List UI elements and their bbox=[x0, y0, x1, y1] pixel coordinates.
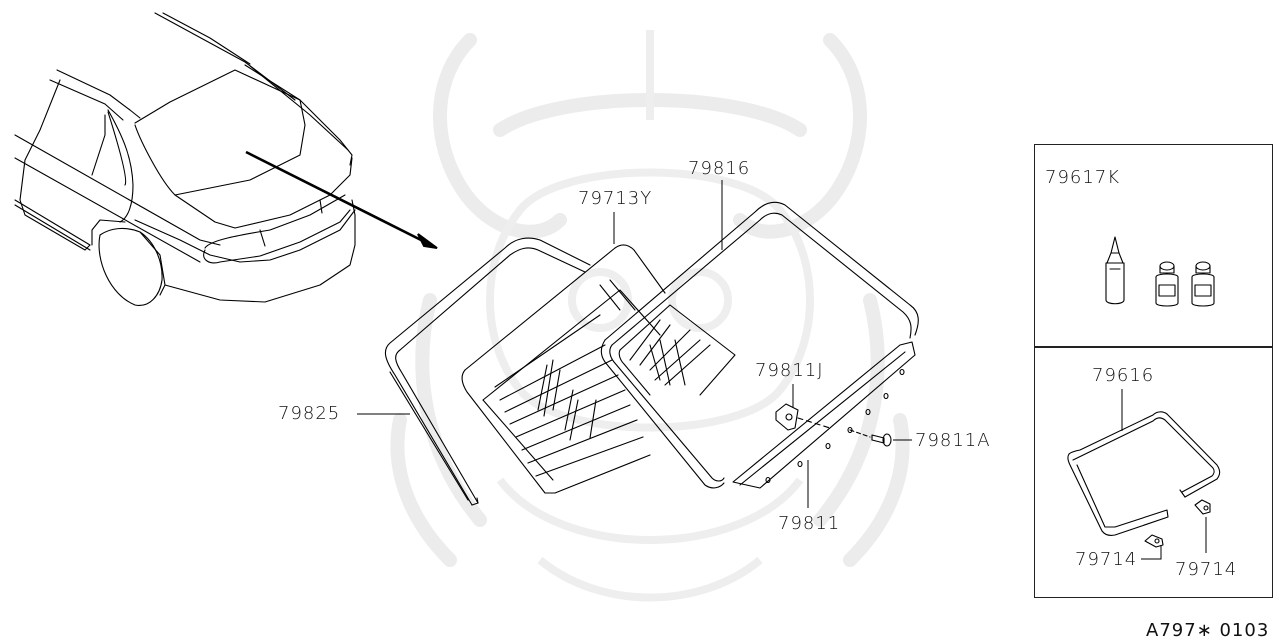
inner-glass-79816 bbox=[618, 304, 736, 396]
glass-moulding-79816 bbox=[600, 201, 919, 489]
callout-79617K: 79617K bbox=[1045, 167, 1121, 188]
callout-79616: 79616 bbox=[1092, 365, 1155, 386]
moulding-79616-drawing bbox=[1067, 389, 1221, 560]
glass-79713Y bbox=[461, 244, 666, 494]
primer-tube-icon bbox=[1105, 236, 1125, 305]
callout-79713Y: 79713Y bbox=[578, 188, 653, 209]
adhesive-bottle-icon bbox=[1191, 261, 1215, 307]
screw-79811A bbox=[849, 429, 892, 447]
callout-79714-right: 79714 bbox=[1175, 559, 1238, 580]
adhesive-bottle-icon bbox=[1155, 261, 1179, 307]
callout-79811: 79811 bbox=[778, 513, 841, 534]
moulding-strip-79811 bbox=[732, 341, 916, 489]
callout-79811A: 79811A bbox=[915, 430, 991, 451]
callout-79825: 79825 bbox=[278, 403, 341, 424]
inset-box-moulding: 79616 79714 79714 bbox=[1034, 346, 1273, 598]
callout-79811J: 79811J bbox=[755, 360, 824, 381]
seal-79825 bbox=[384, 237, 591, 506]
callout-79816: 79816 bbox=[688, 158, 751, 179]
inset-box-kit: 79617K bbox=[1034, 144, 1273, 348]
diagram-code: A797∗ 0103 bbox=[1146, 620, 1270, 641]
leader-lines bbox=[357, 180, 912, 508]
kit-items bbox=[1105, 236, 1215, 307]
callout-79714-left: 79714 bbox=[1075, 549, 1138, 570]
clip-79811J bbox=[775, 403, 831, 431]
